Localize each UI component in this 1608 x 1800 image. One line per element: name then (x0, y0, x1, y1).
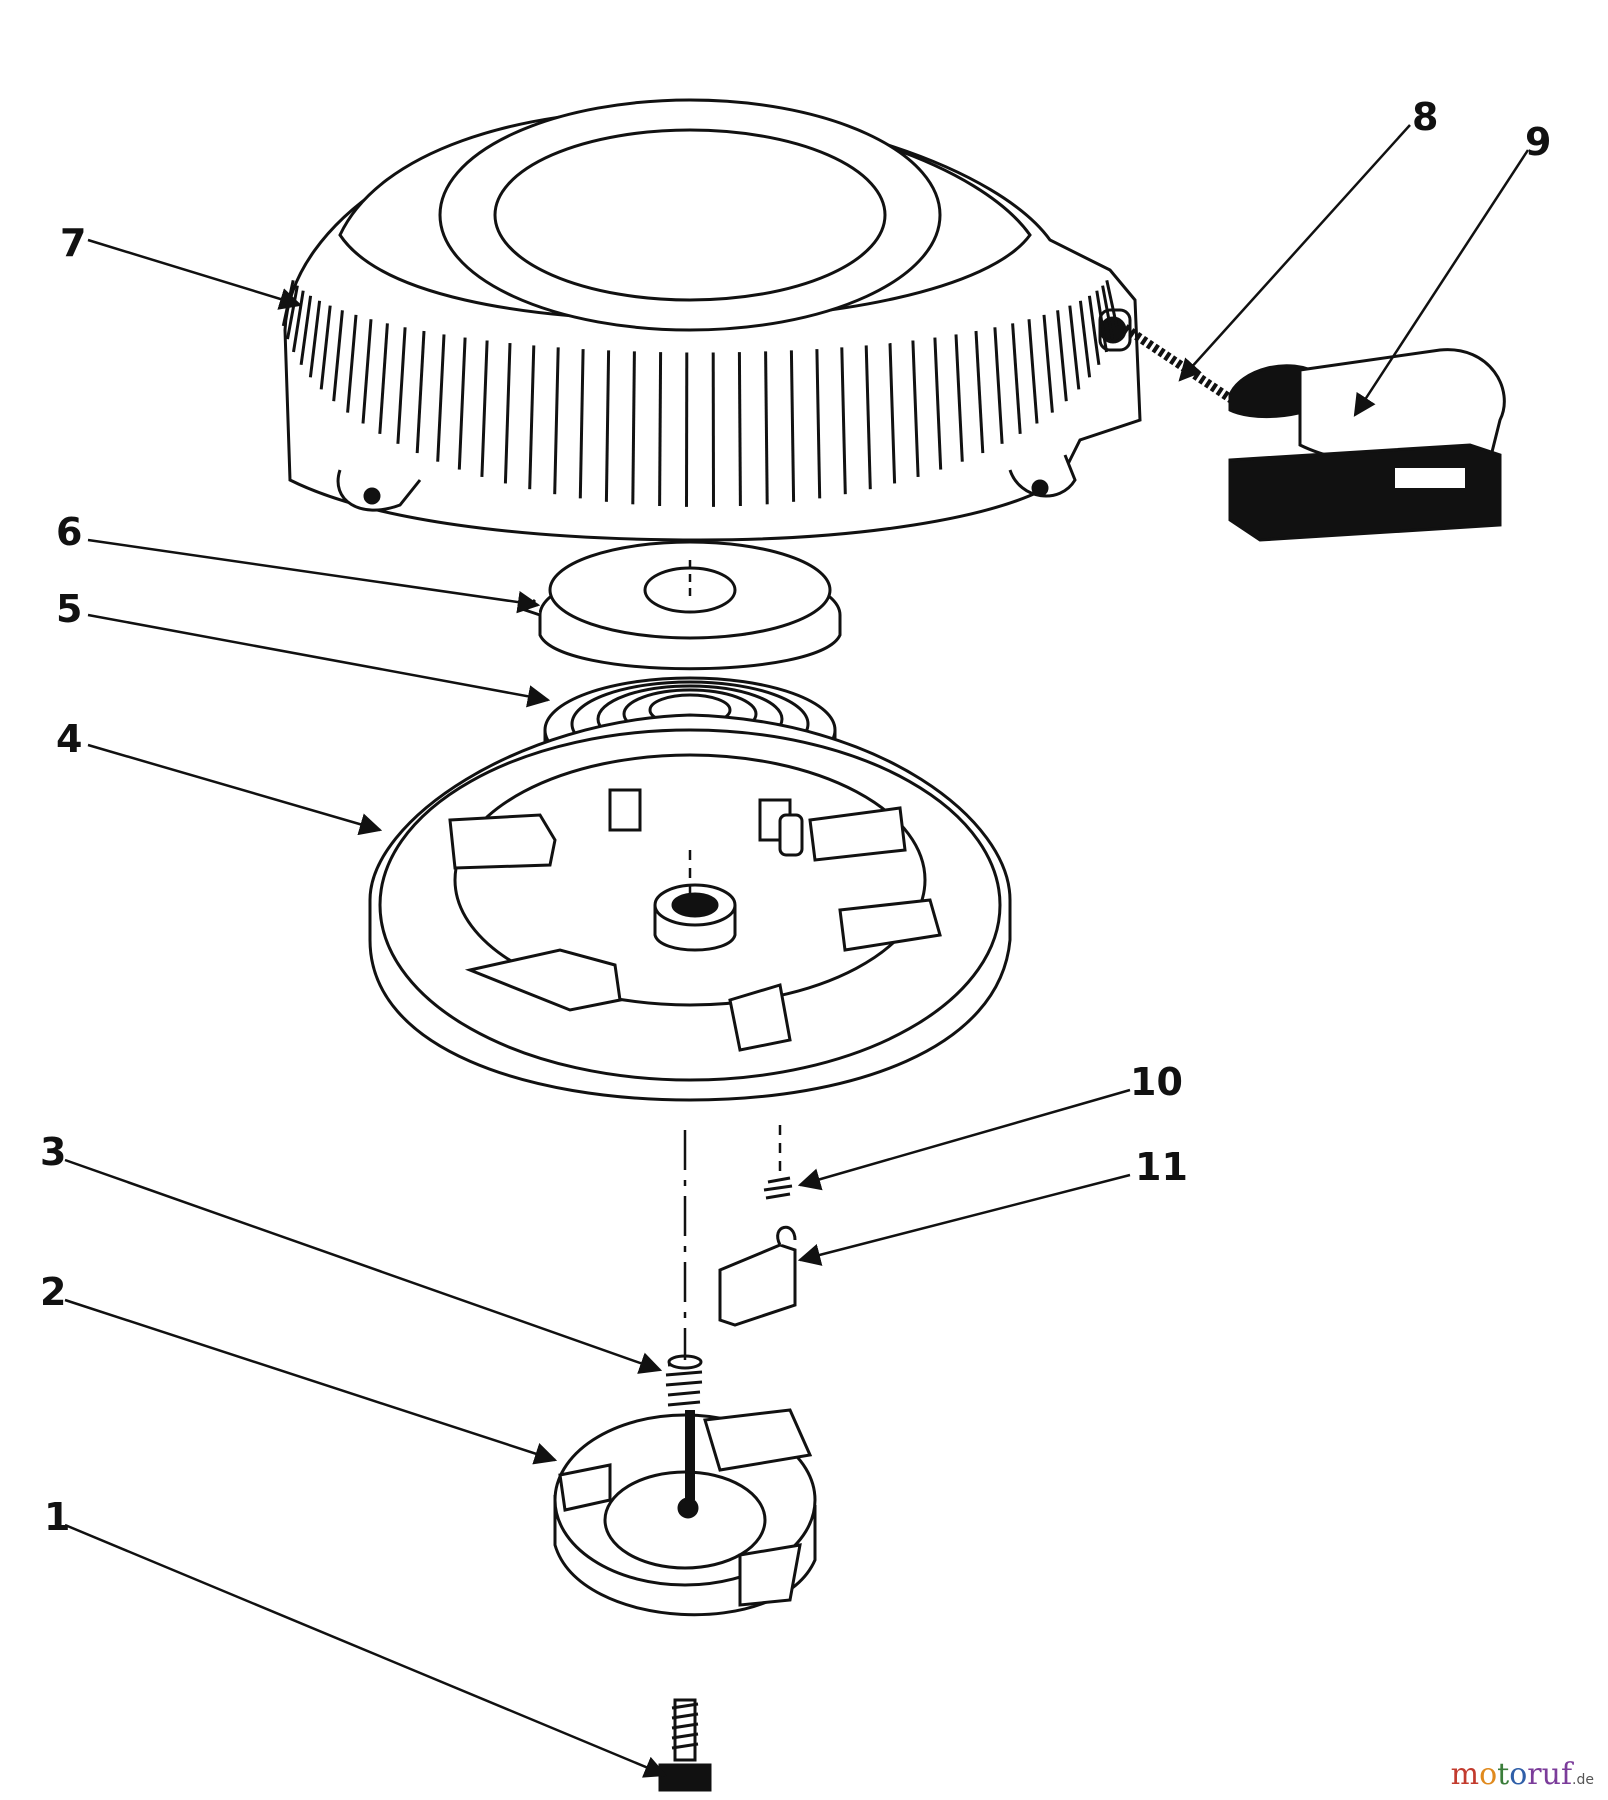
housing-fin (911, 340, 920, 477)
starter-handle-part (1228, 348, 1506, 542)
housing-fin (993, 327, 1004, 444)
housing-fin (1011, 323, 1022, 435)
housing-fin (457, 337, 467, 470)
housing-fin (436, 334, 446, 462)
housing-fin (308, 300, 322, 378)
small-spring-part (763, 1176, 793, 1200)
housing-fin (480, 340, 489, 477)
housing-fin (361, 319, 373, 424)
housing-fin (378, 323, 389, 435)
housing-fin (737, 352, 742, 507)
housing-fin (319, 305, 332, 390)
housing-fin (1095, 290, 1108, 353)
housing-fin (346, 314, 358, 413)
housing-fin (954, 334, 964, 462)
callout-5: 5 (56, 587, 82, 631)
callout-10: 10 (1130, 1060, 1183, 1104)
housing-fin (503, 343, 512, 484)
callout-7: 7 (60, 221, 86, 265)
watermark-letter: m (1450, 1757, 1480, 1792)
housing-fin (1042, 314, 1054, 413)
housing-fin (789, 350, 796, 502)
housing-fin (631, 351, 636, 505)
housing-fin (396, 327, 407, 444)
housing-fin (974, 330, 985, 454)
housing-fin (578, 349, 585, 499)
watermark-letter: o (1479, 1757, 1498, 1792)
housing-fin (658, 352, 663, 507)
callout-8: 8 (1412, 95, 1438, 139)
housing-fin (1056, 310, 1068, 402)
callout-1: 1 (44, 1495, 70, 1539)
housing-fin (299, 295, 313, 366)
housing-fin (1068, 305, 1081, 390)
housing-fin (864, 345, 872, 490)
housing-fin (415, 330, 426, 454)
starter-rope-part (1122, 324, 1243, 409)
callout-11: 11 (1135, 1145, 1188, 1189)
callout-6: 6 (56, 510, 82, 554)
housing-fin (1027, 319, 1039, 424)
pulley-part (368, 713, 1012, 1102)
housing-fin (1087, 295, 1101, 366)
spring-cover-part (522, 540, 842, 671)
housing-fin (933, 337, 943, 470)
watermark-logo: motoruf.de (1451, 1757, 1594, 1792)
pawl-part (718, 1225, 797, 1327)
housing-fin (840, 347, 847, 495)
housing-fin (815, 349, 822, 499)
screw-part (658, 1698, 712, 1792)
callout-9: 9 (1525, 120, 1551, 164)
compression-spring-part (665, 1354, 703, 1407)
housing-fin (1105, 279, 1119, 327)
housing-fin (553, 347, 560, 495)
watermark-letter: ruf (1527, 1757, 1573, 1792)
retainer-cup-part (553, 1408, 817, 1617)
watermark-letter: o (1509, 1757, 1528, 1792)
housing-fin (764, 351, 769, 505)
housing-fin (528, 345, 536, 490)
watermark-tld: .de (1572, 1772, 1594, 1788)
housing-fin (332, 310, 344, 402)
callout-3: 3 (40, 1130, 66, 1174)
callout-2: 2 (40, 1270, 66, 1314)
housing-fin (1101, 285, 1114, 340)
leader-lines (64, 124, 1530, 1778)
assembly-axis-lines (683, 560, 782, 1360)
housing-fin (888, 343, 897, 484)
watermark-letter: t (1497, 1757, 1510, 1792)
housing-fin (604, 350, 611, 502)
callout-4: 4 (56, 717, 82, 761)
housing-fin (1078, 300, 1092, 378)
